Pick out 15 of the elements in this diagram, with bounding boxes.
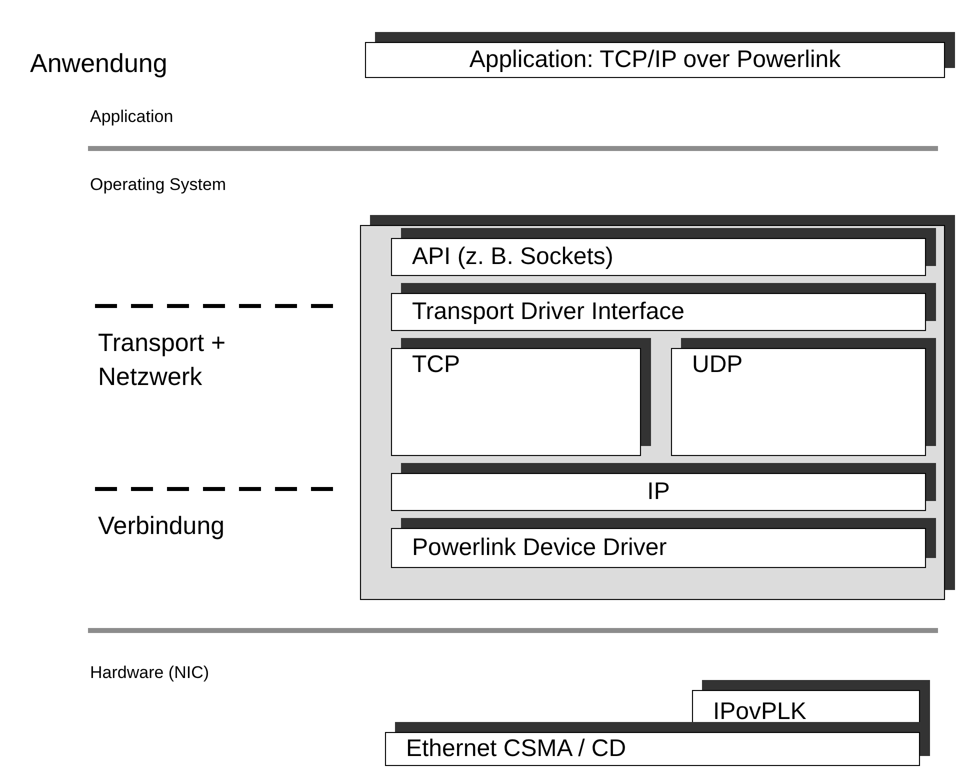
layer-label: Ethernet CSMA / CD [406, 737, 626, 761]
layer-label: Powerlink Device Driver [412, 536, 667, 560]
layer-label: IP [647, 480, 670, 504]
layer-label: Transport Driver Interface [412, 300, 685, 324]
layer-label: TCP [412, 353, 460, 377]
layer-caption: Transport + Netzwerk [98, 328, 227, 393]
layer-caption: Hardware (NIC) [90, 662, 210, 684]
layer-label: Application: TCP/IP over Powerlink [469, 48, 841, 72]
layer-caption: Operating System [90, 174, 226, 196]
layer-caption: Anwendung [30, 47, 168, 80]
layer-caption: Verbindung [98, 511, 225, 542]
layer-label: API (z. B. Sockets) [412, 245, 614, 269]
layer-label: UDP [692, 353, 743, 377]
layer-label: IPovPLK [713, 700, 806, 724]
layer-caption: Application [90, 106, 174, 128]
